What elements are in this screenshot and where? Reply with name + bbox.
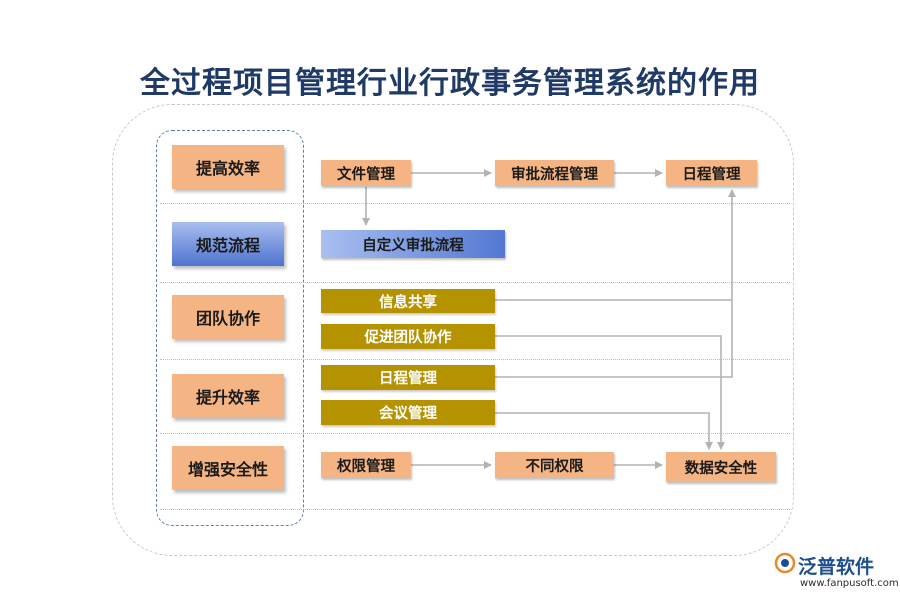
arrow-collab-to-security — [495, 335, 725, 450]
node-custom-approval: 自定义审批流程 — [321, 230, 505, 258]
row-separator — [160, 282, 790, 283]
page-title: 全过程项目管理行业行政事务管理系统的作用 — [140, 66, 760, 101]
logo-name: 泛普软件 — [798, 556, 875, 578]
node-schedule-management-2: 日程管理 — [321, 365, 495, 390]
node-schedule-management: 日程管理 — [666, 160, 757, 186]
row-separator — [160, 359, 790, 360]
arrow-info-to-schedule — [495, 189, 736, 301]
node-permission-management: 权限管理 — [321, 452, 411, 478]
row-separator — [160, 433, 790, 434]
category-boost-efficiency: 提升效率 — [172, 374, 284, 418]
node-file-management: 文件管理 — [321, 160, 411, 186]
arrow-schedule2-to-schedule — [495, 300, 733, 378]
node-meeting-management: 会议管理 — [321, 400, 495, 425]
node-data-security: 数据安全性 — [666, 452, 776, 482]
category-column — [156, 130, 304, 526]
node-promote-collaboration: 促进团队协作 — [321, 324, 495, 349]
logo-url: www.fanpusoft.com — [800, 578, 899, 589]
row-separator — [160, 203, 790, 204]
category-team-collaboration: 团队协作 — [172, 295, 284, 339]
category-enhance-security: 增强安全性 — [172, 446, 284, 490]
fanpu-logo-icon — [774, 552, 796, 574]
node-approval-process-management: 审批流程管理 — [495, 160, 614, 186]
arrow-meeting-to-security — [495, 412, 713, 450]
outer-frame — [112, 104, 794, 556]
category-improve-efficiency: 提高效率 — [172, 145, 284, 189]
category-standardize-process: 规范流程 — [172, 222, 284, 266]
node-information-sharing: 信息共享 — [321, 289, 495, 313]
row-separator — [160, 509, 790, 510]
node-different-permissions: 不同权限 — [495, 452, 614, 478]
fanpu-logo: 泛普软件 www.fanpusoft.com — [770, 550, 899, 596]
